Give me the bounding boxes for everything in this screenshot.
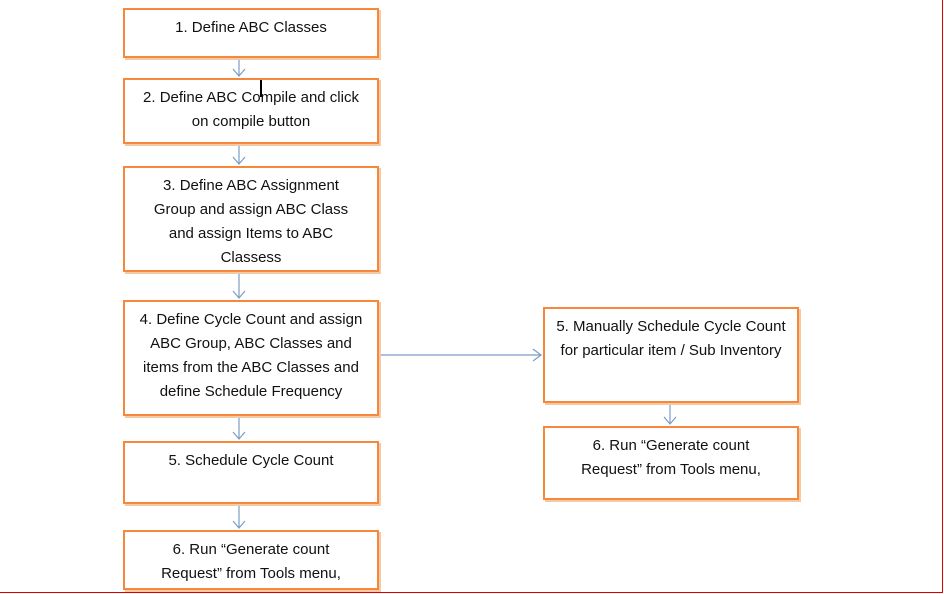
step-3-box: 3. Define ABC Assignment Group and assig…	[123, 166, 379, 272]
text-cursor	[260, 80, 262, 97]
step-2-label: 2. Define ABC Compile and click on compi…	[143, 89, 359, 130]
step-4-box: 4. Define Cycle Count and assign ABC Gro…	[123, 300, 379, 416]
step-6b-label: 6. Run “Generate count Request” from Too…	[581, 437, 761, 478]
step-4-label: 4. Define Cycle Count and assign ABC Gro…	[139, 311, 363, 400]
step-5-box: 5. Schedule Cycle Count	[123, 441, 379, 504]
step-6-label: 6. Run “Generate count Request” from Too…	[161, 541, 341, 582]
step-2-box: 2. Define ABC Compile and click on compi…	[123, 78, 379, 144]
step-5-label: 5. Schedule Cycle Count	[168, 452, 334, 469]
step-6b-box: 6. Run “Generate count Request” from Too…	[543, 426, 799, 500]
step-5b-box: 5. Manually Schedule Cycle Count for par…	[543, 307, 799, 403]
step-1-box: 1. Define ABC Classes	[123, 8, 379, 58]
step-6-box: 6. Run “Generate count Request” from Too…	[123, 530, 379, 590]
step-5b-label: 5. Manually Schedule Cycle Count for par…	[556, 318, 786, 359]
step-1-label: 1. Define ABC Classes	[175, 19, 327, 36]
step-3-label: 3. Define ABC Assignment Group and assig…	[153, 177, 349, 266]
